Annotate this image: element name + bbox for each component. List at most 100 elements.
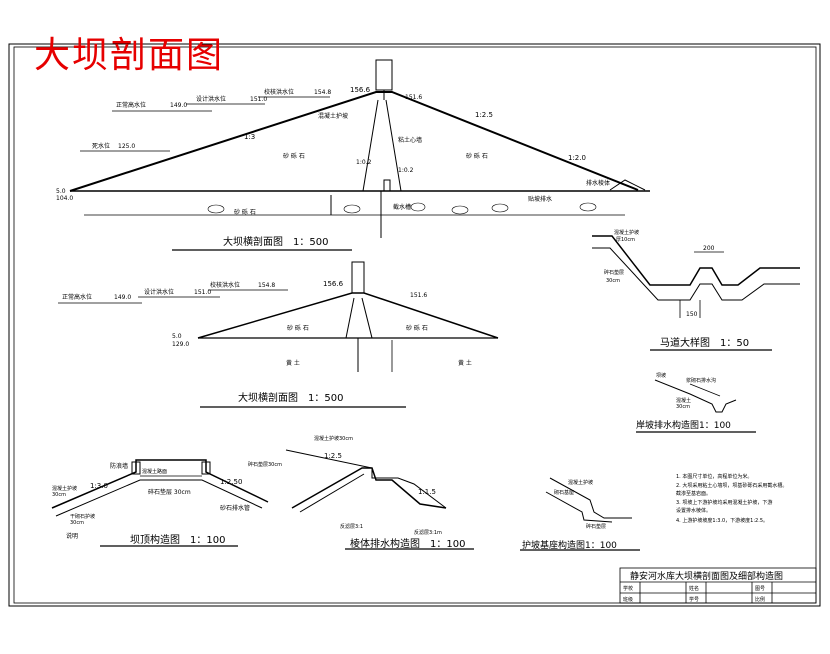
check-flood-value-2: 154.8 [258,282,275,289]
left-elev-2a: 5.0 [172,333,182,340]
crest-note-left: 混凝土护坡 [52,485,77,492]
horse-note-1: 混凝土护坡 [614,229,639,236]
slope-core-r: 1:0.2 [398,167,414,174]
normal-level-label-2: 正常高水位 [62,293,92,301]
horse-note-1b: 厚10cm [616,237,635,243]
toe-elev-top: 5.0 [56,188,66,195]
note-drain2: 贴坡排水 [528,195,552,203]
check-flood-label-2: 校核洪水位 [210,281,240,289]
fill-label-l-1: 砂 砾 石 [283,152,305,160]
dam-outline-2 [197,292,499,339]
detail-crest [51,459,269,547]
design-flood-label: 设计洪水位 [196,95,226,103]
slope-up-1: 1:3 [244,133,255,141]
crest-wall-1 [375,59,393,91]
prism-note-1: 混凝土护坡30cm [314,435,353,442]
design-flood-value: 151.0 [250,96,267,103]
crest-note-left2: 30cm [52,492,66,498]
tb-school: 学校 [623,585,633,592]
slope-down-1: 1:2.5 [475,111,493,119]
horse-dim-top: 200 [703,245,715,252]
note-drain: 排水棱体 [586,179,610,187]
tb-dwgno: 图号 [755,586,765,592]
fill-label-l-2: 砂 砾 石 [287,324,309,332]
tb-studentno: 学号 [689,596,699,603]
crest-note-road: 混凝土路面 [142,468,167,475]
tb-scale: 比例 [755,596,765,603]
toe-elev: 104.0 [56,195,73,202]
note-line-3: 截渗至基岩面。 [676,490,711,497]
toe-note-1: 混凝土护坡 [568,479,593,486]
crest-slope-l: 1:3.0 [90,482,108,490]
title-block [619,567,817,604]
core-line-l [362,99,379,192]
detail-horse [592,235,800,351]
detail-bank-caption: 岸坡排水构造图1：100 [636,419,731,431]
tb-class: 班级 [623,596,633,603]
crest-elev-2: 156.6 [323,280,344,288]
right-elev-1: 151.6 [405,94,422,101]
normal-level-value-2: 149.0 [114,294,131,301]
dead-level-label: 死水位 [92,142,110,150]
tb-name: 姓名 [689,585,699,592]
check-flood-value: 154.8 [314,89,331,96]
horse-dim-bottom: 150 [686,311,698,318]
detail-toe-caption: 护坡基座构造图1：100 [522,539,617,551]
dead-level-value: 125.0 [118,143,135,150]
bank-note-3: 混凝土 [676,397,691,404]
horse-note-2b: 30cm [606,278,620,284]
crest-note-rock2: 30cm [70,520,84,526]
note-protect: 混凝土护坡 [318,112,348,120]
right-elev-2: 151.6 [410,292,427,299]
check-flood-label: 校核洪水位 [264,88,294,96]
note-cutoff: 截水槽 [393,203,411,211]
left-elev-2b: 129.0 [172,341,189,348]
detail-toe [520,477,640,551]
bank-note-4: 30cm [676,404,690,410]
crest-note-pipe: 砂石排水管 [220,504,250,512]
cutoff-box [383,179,391,192]
normal-level-value: 149.0 [170,102,187,109]
crest-note-bottom: 说明 [66,532,78,540]
foundation-label-1: 砂 砾 石 [234,208,256,216]
section-1-caption: 大坝横剖面图 1：500 [223,235,328,248]
note-line-4: 3. 坝坡上下游护坡均采用混凝土护坡，下游 [676,499,772,506]
overlay-title: 大坝剖面图 [34,35,225,76]
toe-note-2: 砌石基座 [554,489,574,496]
drain-prism [609,179,646,191]
detail-prism-caption: 棱体排水构造图 1：100 [350,537,465,550]
note-line-2: 2. 大坝采用粘土心墙坝，坝基砂砾石采用截水槽。 [676,482,787,489]
note-line-5: 设置排水棱体。 [676,507,711,514]
sheet-title: 静安河水库大坝横剖面图及细部构造图 [630,570,783,582]
detail-horse-caption: 马道大样图 1：50 [660,336,749,349]
detail-crest-caption: 坝顶构造图 1：100 [130,533,225,546]
crest-note-layer: 碎石垫层 30cm [148,488,191,496]
crest-note-wall: 防浪墙 [110,462,128,470]
detail-prism [285,449,474,550]
design-flood-label-2: 设计洪水位 [144,288,174,296]
normal-level-label: 正常高水位 [116,101,146,109]
gravel-pattern [207,202,597,215]
note-line-1: 1. 本图尺寸单位，高程单位为米。 [676,473,752,480]
prism-note-4: 反滤层3:1m [414,529,442,536]
bank-note-2: 浆砌石排水沟 [686,377,716,384]
note-line-6: 4. 上游护坡坡度1:3.0，下游坡度1:2.5。 [676,517,768,524]
slope-core-l: 1:0.2 [356,159,372,166]
note-core: 粘土心墙 [398,136,422,144]
fill-label-r-1: 砂 砾 石 [466,152,488,160]
soil-r: 黄 土 [458,359,472,367]
prism-note-2: 碎石垫层30cm [248,461,282,468]
core-line-r [385,99,402,192]
section-2-caption: 大坝横剖面图 1：500 [238,391,343,404]
fill-label-r-2: 砂 砾 石 [406,324,428,332]
inner-frame [13,46,817,604]
dam-outline-1 [69,91,639,192]
toe-note-3: 碎石垫层 [586,523,606,530]
crest-elev-1: 156.6 [350,86,371,94]
soil-l: 黄 土 [286,359,300,367]
section-2 [58,261,499,408]
crest-slope-r: 1:2.50 [220,478,242,486]
horse-note-2: 碎石垫层 [604,269,624,276]
design-flood-value-2: 151.0 [194,289,211,296]
